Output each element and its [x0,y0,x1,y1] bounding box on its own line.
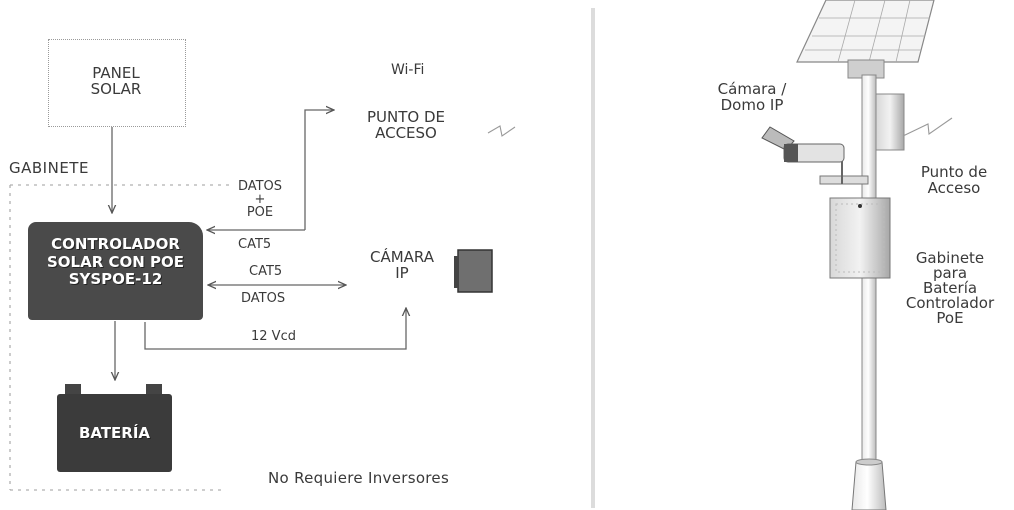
solar-panel-box [48,39,186,127]
controller-label: CONTROLADOR SOLAR CON POE SYSPOE-12 [46,235,185,289]
camera-dome-label: Cámara / Domo IP [717,80,787,114]
datos-poe-label: DATOS + POE [237,179,283,220]
access-point-label: PUNTO DE ACCESO [366,108,445,142]
battery-cabinet-label: Gabinete para Batería Controlador PoE [905,249,995,327]
battery-box: BATERÍA [57,394,172,472]
battery-icon [65,384,162,395]
datos-mid-label: DATOS [241,291,286,306]
controller-box: CONTROLADOR SOLAR CON POE SYSPOE-12 [28,222,203,320]
no-inverters-label: No Requiere Inversores [268,469,450,487]
solar-pole-illustration [761,0,953,510]
pole [861,74,877,496]
battery-cabinet-icon [829,197,891,279]
cat5-top-label: CAT5 [238,237,272,252]
cabinet-label: GABINETE [9,159,89,177]
vcd-label: 12 Vcd [251,329,296,344]
arrow-12vcd-to-camera [144,308,406,350]
camera-device-icon [457,249,493,293]
battery-label: BATERÍA [78,424,151,442]
solar-panel-label: PANEL SOLAR [90,64,142,98]
solar-panel-icon [796,0,935,63]
wifi-signal-icon [487,125,516,137]
camera-label: CÁMARA IP [369,248,434,282]
right-access-point-label: Punto de Acceso [920,163,988,197]
arrow-controller-to-access-point [304,110,334,230]
panel-divider [591,8,595,508]
cat5-mid-label: CAT5 [249,264,283,279]
ip-camera-icon [761,126,845,163]
cabinet-boundary [9,184,230,491]
wifi-label: Wi-Fi [391,62,425,78]
access-point-icon [875,93,953,151]
